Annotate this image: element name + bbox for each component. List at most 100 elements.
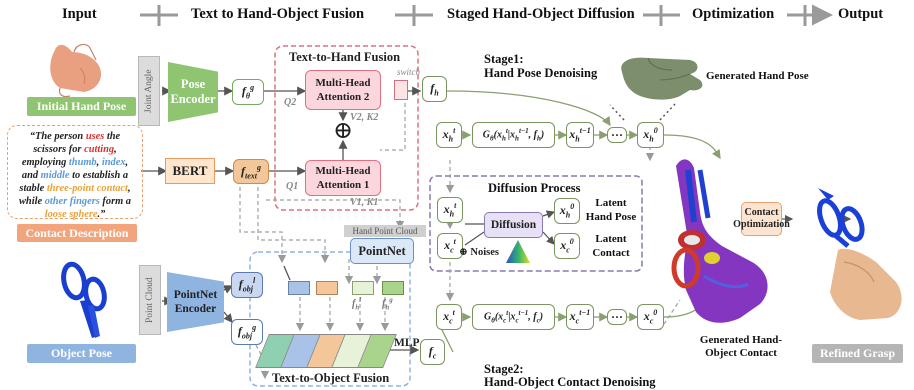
generated-contact-label: Generated Hand-Object Contact (699, 334, 783, 359)
v1k1-label: V1, K1 (350, 197, 379, 208)
stage2-xt-1-node: xct−1 (566, 304, 594, 330)
pose-encoder-label: Pose Encoder (170, 77, 216, 106)
object-pose-label: Object Pose (27, 344, 136, 363)
header-fusion: Text to Hand-Object Fusion (191, 6, 365, 22)
f-c-node: fc (420, 339, 445, 365)
text-to-hand-fusion-region (274, 45, 419, 211)
diffusion-xht-node: xht (437, 197, 463, 223)
latent-hand-pose-label: Latent Hand Pose (585, 197, 637, 223)
pointnet-encoder-label: PointNet Encoder (173, 289, 218, 315)
stage2-xt-node: xct (436, 304, 462, 330)
stage2-x0-node: xc0 (637, 304, 664, 330)
description-segment: three-point contact (46, 183, 128, 194)
text-to-object-fusion-region (249, 251, 411, 387)
fused-feature-tensor (255, 334, 397, 368)
diffusion-box: Diffusion (484, 212, 543, 238)
header-output: Output (838, 6, 884, 22)
description-segment: while (18, 196, 45, 207)
joint-angle-tag: Joint Angle (138, 56, 160, 126)
point-cloud-tag: Point Cloud (139, 265, 161, 335)
q2-label: Q2 (284, 97, 297, 108)
v2k2-label: V2, K2 (350, 112, 379, 123)
stage1-dots: ··· (607, 127, 627, 143)
description-segment: “The person (29, 131, 86, 142)
feature-block-3 (352, 281, 374, 295)
description-segment: .” (97, 209, 106, 220)
diffusion-process-region (429, 175, 643, 272)
stage1-x0-node: xh0 (637, 122, 664, 148)
f-obj-g-node: fobjg (231, 319, 263, 345)
description-segment: thumb (68, 157, 97, 168)
header-input: Input (62, 6, 97, 22)
stage1-subtitle: Hand Pose Denoising (484, 66, 598, 80)
contact-optimization-box: Contact Optimization (733, 202, 790, 236)
description-segment: the scissors (33, 131, 121, 155)
plus-icon: ⊕ (333, 118, 354, 144)
description-segment: , employing (21, 144, 117, 168)
multi-head-attention-1: Multi-Head Attention 1 (305, 160, 381, 196)
f-theta-g-node: fθg (232, 79, 264, 105)
pose-encoder-block (168, 62, 218, 122)
diffusion-xc0-node: xc0 (554, 233, 580, 259)
f-h-node: fh (422, 76, 447, 102)
text-to-object-fusion-title: Text-to-Object Fusion (272, 371, 390, 385)
noises-label: ⊕ Noises (459, 247, 500, 258)
stage1-xt-node: xht (436, 122, 462, 148)
initial-hand-pose-label: Initial Hand Pose (27, 97, 136, 116)
header-optimization: Optimization (692, 6, 775, 22)
pointnet-box: PointNet (350, 238, 414, 264)
latent-contact-label: Latent Contact (592, 233, 630, 259)
description-segment: other fingers (44, 196, 100, 207)
hand-point-cloud-tag: Hand Point Cloud (344, 225, 426, 237)
description-segment: uses (85, 131, 105, 142)
object-scissors-illustration (61, 261, 107, 338)
description-segment: form a (99, 196, 132, 207)
noise-triangle (506, 240, 530, 263)
f-h-l-label: fhl (352, 296, 362, 312)
description-segment: , (96, 157, 102, 168)
feature-block-4 (382, 281, 404, 295)
stage1-xt-1-node: xht−1 (566, 122, 594, 148)
stage1-g-theta: Gθ(xht|xht−1, fh) (472, 122, 555, 148)
switch-label: switch (397, 67, 421, 77)
description-segment: to establish (69, 170, 123, 181)
description-segment: , (127, 183, 131, 194)
generated-contact-illustration (671, 159, 768, 323)
multi-head-attention-2: Multi-Head Attention 2 (305, 70, 381, 110)
diffusion-xh0-node: xh0 (554, 198, 580, 224)
f-text-g-node: ftextg (233, 159, 269, 184)
contact-description-text: “The person uses the scissors for cuttin… (19, 131, 131, 220)
refined-grasp-illustration (817, 188, 902, 320)
contact-description-box: “The person uses the scissors for cuttin… (7, 125, 143, 220)
description-segment: cutting (84, 144, 115, 155)
switch-icon (394, 80, 408, 100)
stage2-g-theta: Gθ(xct|xct−1, fc) (472, 304, 555, 330)
feature-block-2 (316, 281, 338, 295)
q1-label: Q1 (286, 181, 299, 192)
text-to-hand-fusion-title: Text-to-Hand Fusion (289, 50, 401, 64)
generated-hand-pose-label: Generated Hand Pose (706, 70, 809, 82)
generated-hand-pose-illustration (621, 57, 703, 100)
description-segment: a stable (19, 170, 129, 194)
description-segment: index (101, 157, 126, 168)
initial-hand-illustration (50, 43, 102, 98)
pointnet-encoder-block (167, 272, 224, 332)
refined-grasp-label: Refined Grasp (812, 344, 903, 363)
contact-description-label: Contact Description (17, 224, 137, 242)
bert-box: BERT (165, 158, 215, 184)
stage1-title: Stage1: (484, 52, 524, 66)
description-segment: for (68, 144, 85, 155)
description-segment: middle (40, 170, 70, 181)
diffusion-xct-node: xct (437, 233, 463, 259)
description-segment: loose sphere (44, 209, 98, 220)
mlp-label: MLP (394, 337, 420, 349)
feature-block-1 (288, 281, 310, 295)
stage2-title: Stage2: (484, 362, 524, 376)
diffusion-process-title: Diffusion Process (488, 181, 581, 195)
stage2-subtitle: Hand-Object Contact Denoising (484, 375, 656, 389)
f-h-g-label: fhg (382, 296, 393, 312)
header-diffusion: Staged Hand-Object Diffusion (447, 6, 635, 22)
f-obj-l-node: fobjl (231, 272, 263, 298)
description-segment: , and (21, 157, 129, 181)
